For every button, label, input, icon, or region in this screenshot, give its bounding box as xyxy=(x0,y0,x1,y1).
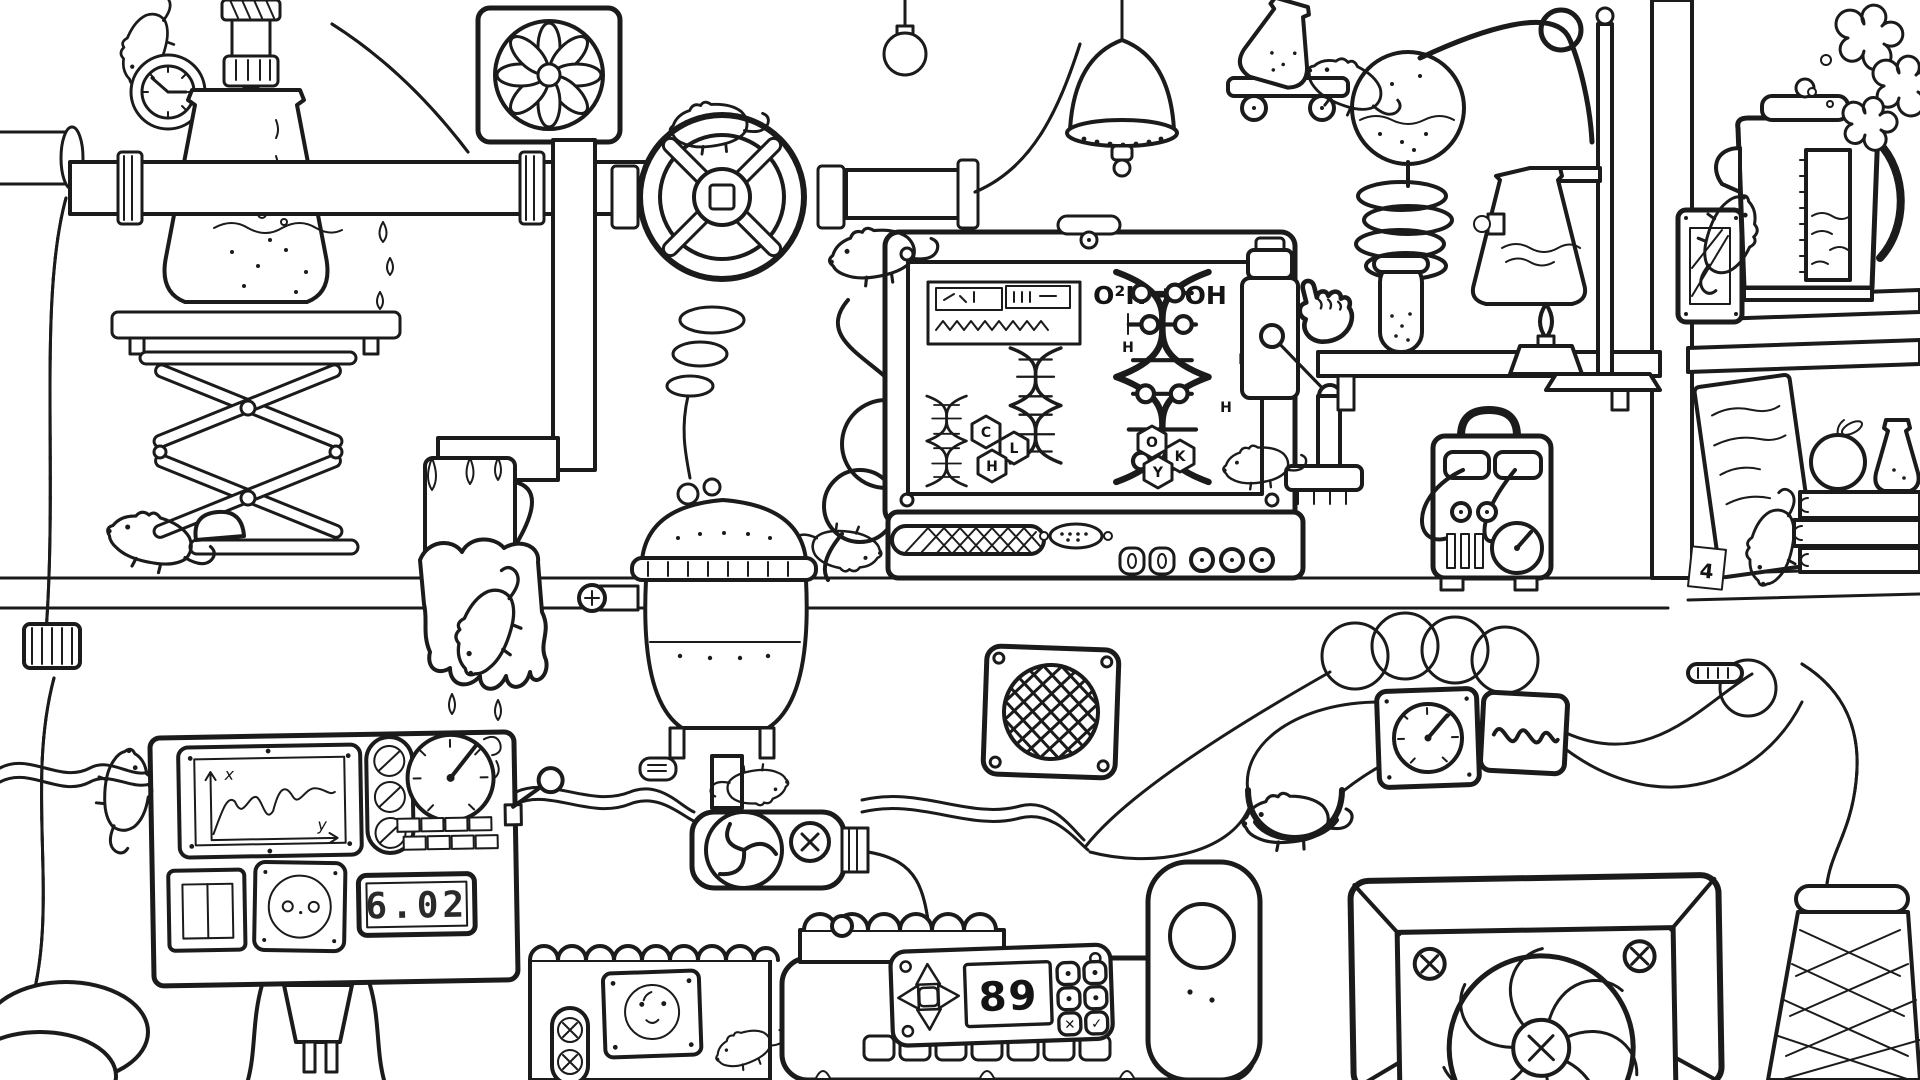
loop-front-strand xyxy=(1253,817,1339,842)
seven-segment-display: 6.02 xyxy=(355,871,478,938)
scissor-lift xyxy=(138,350,360,556)
gauge-box xyxy=(1374,686,1482,790)
light-bulb xyxy=(882,0,928,77)
counter-screen xyxy=(962,959,1054,1029)
pump-unit xyxy=(638,756,870,891)
dpad-center-button[interactable] xyxy=(917,986,940,1008)
plug-cable xyxy=(246,983,386,1080)
power-socket-panel[interactable] xyxy=(252,859,348,954)
gauge-dial xyxy=(405,732,502,823)
osc-axis-y: y xyxy=(316,815,327,834)
svg-text:O: O xyxy=(1146,435,1158,451)
round-flask xyxy=(1350,50,1466,166)
goo-blob xyxy=(418,537,549,721)
burner-flask xyxy=(1470,166,1588,306)
burner-flame xyxy=(1538,302,1554,340)
transfer-tube xyxy=(1417,7,1595,145)
hanging-spring-coil xyxy=(665,305,746,480)
fan-box xyxy=(475,5,623,145)
main-pipe xyxy=(68,150,652,226)
corrugated-hose-left xyxy=(0,196,150,1080)
corrugated-elbow xyxy=(973,42,1082,194)
porthole-gauge xyxy=(129,53,207,131)
boiler-pot xyxy=(577,477,818,810)
svg-text:4: 4 xyxy=(1699,558,1715,583)
face-plate xyxy=(600,968,704,1060)
console-button[interactable] xyxy=(1148,546,1176,576)
coil-box xyxy=(1478,689,1570,777)
red-mouse-console-edge[interactable] xyxy=(89,744,158,858)
console-button[interactable] xyxy=(1118,546,1146,576)
apple xyxy=(1809,419,1867,491)
small-flask xyxy=(1873,418,1920,493)
wood-planks xyxy=(1792,490,1920,574)
braided-hose xyxy=(1766,662,1920,1080)
battery-charger xyxy=(1420,406,1554,592)
pipe-right-of-valve xyxy=(844,158,980,230)
oscilloscope: x y xyxy=(176,742,364,860)
db-connector-icon xyxy=(1039,522,1113,550)
left-console: x y 6.02 xyxy=(147,729,565,989)
osc-axis-x: x xyxy=(223,765,234,784)
retort-stand xyxy=(1596,22,1614,376)
note-tag: 4 xyxy=(1687,545,1727,591)
molecule-cluster-right: O K Y xyxy=(1136,424,1196,490)
dpad-down-button[interactable] xyxy=(915,1007,943,1031)
alcohol-burner xyxy=(1508,344,1584,376)
lever-handle[interactable] xyxy=(503,766,565,827)
dpad[interactable] xyxy=(897,962,961,1031)
svg-text:H: H xyxy=(986,459,998,475)
bottom-tank xyxy=(528,944,780,1080)
test-tube xyxy=(1372,254,1430,354)
robot-arm xyxy=(1240,236,1364,505)
pouring-flask xyxy=(1237,0,1311,90)
svg-text:C: C xyxy=(981,425,991,441)
light-switch-panel[interactable] xyxy=(166,867,248,953)
valve-assembly[interactable] xyxy=(610,112,846,282)
fan-grill-box xyxy=(1347,872,1725,1080)
keypad-check-button[interactable] xyxy=(1084,1010,1110,1036)
brick-buttons[interactable] xyxy=(396,816,499,851)
clipboard-board xyxy=(1692,372,1818,580)
svg-text:Y: Y xyxy=(1152,465,1164,481)
flower-fan xyxy=(495,21,603,129)
speaker-box xyxy=(980,643,1122,781)
hand-cursor xyxy=(1297,278,1355,344)
molecule-cluster-left: C L H xyxy=(970,414,1030,484)
display-value: 6.02 xyxy=(365,885,468,928)
steam-clouds xyxy=(1807,3,1920,152)
striped-duct xyxy=(330,22,470,154)
counter-value: 89 xyxy=(978,972,1039,1021)
drip-from-pipe xyxy=(376,221,394,310)
dpad-up-button[interactable] xyxy=(915,962,942,986)
svg-text:L: L xyxy=(1010,441,1019,457)
check-button-glyph: ✓ xyxy=(1091,1017,1103,1032)
burner-station xyxy=(1470,6,1662,392)
keypad-x-button[interactable] xyxy=(1057,1011,1083,1037)
kettle xyxy=(1714,77,1905,302)
flask-shelf xyxy=(110,310,402,356)
svg-text:H: H xyxy=(1220,400,1232,416)
cable-tangle xyxy=(1084,611,1804,861)
right-wall-shelf xyxy=(1686,338,1920,374)
waveform-inset xyxy=(926,280,1082,346)
hanging-lamp xyxy=(1065,0,1179,178)
board-sub-label: H xyxy=(1122,340,1134,356)
monitor-board: O²H + OH H C L H O K Y H H xyxy=(882,214,1298,527)
counter-device[interactable]: 89 ✕ ✓ xyxy=(888,942,1115,1048)
turnbuckle xyxy=(1686,662,1744,684)
console-panel xyxy=(885,509,1306,581)
x-button-glyph: ✕ xyxy=(1064,1018,1076,1033)
svg-text:K: K xyxy=(1175,449,1187,465)
